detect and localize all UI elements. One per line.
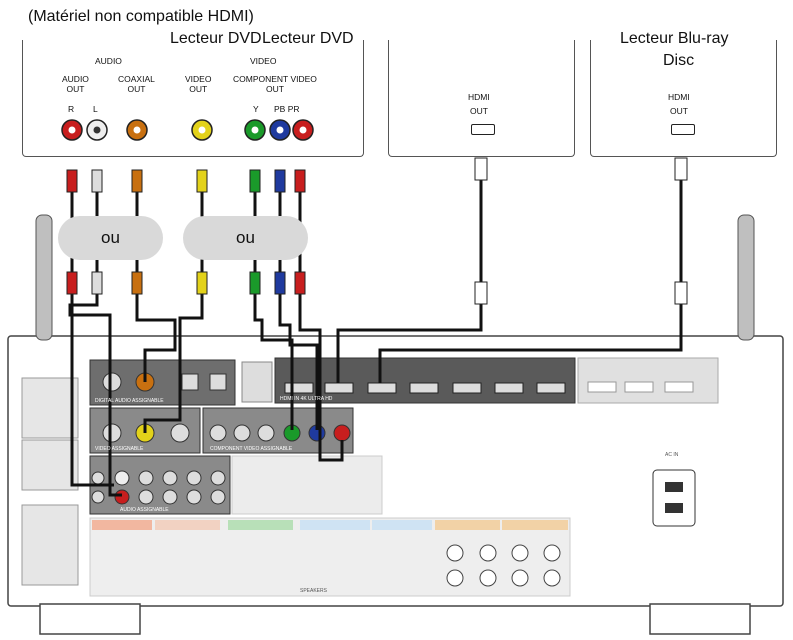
hdmi-port-2	[324, 382, 354, 394]
video-cable	[143, 180, 204, 433]
hdmi-port-4	[409, 382, 439, 394]
coaxial-out-label: COAXIAL OUT	[118, 74, 155, 94]
bluray-hdmi-port	[671, 124, 695, 135]
antenna-panel	[21, 504, 79, 586]
hdmi-cable-bluray	[378, 165, 683, 383]
y-label: Y	[253, 104, 259, 114]
digital-audio-label: DIGITAL AUDIO ASSIGNABLE	[95, 398, 164, 404]
bluray-player	[590, 40, 777, 157]
antenna-left	[35, 214, 53, 341]
hdmi-input-ports	[284, 382, 566, 394]
audio-jack-dvd-r	[114, 489, 130, 505]
hdmi-cable-dvd	[336, 165, 483, 383]
component-out-label: COMPONENT VIDEO OUT	[233, 74, 317, 94]
speakers-label: SPEAKERS	[300, 588, 327, 594]
bluray-hdmi-out-label: OUT	[670, 106, 688, 116]
hdmi-port-7	[536, 382, 566, 394]
hdmi-output-panel	[577, 357, 719, 404]
hdmi-port-1	[284, 382, 314, 394]
component-section-label: COMPONENT VIDEO ASSIGNABLE	[210, 446, 293, 452]
l-label: L	[93, 104, 98, 114]
bluray-title-line1: Lecteur Blu-ray	[620, 30, 729, 47]
receiver-foot-left	[39, 603, 141, 635]
hdmi-port-6	[494, 382, 524, 394]
antenna-right	[737, 214, 755, 341]
audio-group-label: AUDIO	[95, 56, 122, 66]
header-note: (Matériel non compatible HDMI)	[28, 8, 254, 25]
hdmi-port-5	[452, 382, 482, 394]
video-section-label: VIDEO ASSIGNABLE	[95, 446, 144, 452]
dvd-player-hdmi	[388, 40, 575, 157]
dvd-player-analog	[22, 40, 364, 157]
ou-label-right: ou	[183, 216, 308, 260]
video-group-label: VIDEO	[250, 56, 277, 66]
dvd-hdmi-label: HDMI	[468, 92, 490, 102]
audio-section-label: AUDIO ASSIGNABLE	[120, 507, 169, 513]
dvd-player-analog-title: Lecteur DVD	[170, 30, 262, 47]
remote-control-panel	[21, 377, 79, 439]
ac-inlet	[652, 469, 696, 527]
coaxial-cable	[135, 180, 177, 382]
bluray-title-line2: Disc	[663, 52, 695, 69]
receiver-foot-right	[649, 603, 751, 635]
hdmi-in-label: HDMI IN 4K ULTRA HD	[280, 396, 333, 402]
rs232c-panel	[21, 439, 79, 491]
dvd-hdmi-out-label: OUT	[470, 106, 488, 116]
component-jack-pr	[333, 424, 351, 442]
component-panel	[202, 407, 354, 454]
video-out-label: VIDEO OUT	[185, 74, 212, 94]
dvd-player-hdmi-title: Lecteur DVD	[262, 30, 354, 47]
optical-jack-1	[181, 373, 199, 391]
digital-coax-jack-1	[102, 372, 122, 392]
r-label: R	[68, 104, 75, 114]
pbpr-label: PB PR	[274, 104, 300, 114]
ou-label-left: ou	[58, 216, 163, 260]
hdmi-port-3	[367, 382, 397, 394]
video-jack-1	[102, 423, 122, 443]
dvd-hdmi-port	[471, 124, 495, 135]
audio-jack-dvd-l	[114, 470, 130, 486]
optical-jack-2	[209, 373, 227, 391]
video-jack-3	[170, 423, 190, 443]
hdmi-input-panel	[274, 357, 576, 404]
ac-in-label: AC IN	[665, 452, 679, 458]
audio-out-label: AUDIO OUT	[62, 74, 89, 94]
network-port	[241, 361, 273, 403]
bluray-hdmi-label: HDMI	[668, 92, 690, 102]
